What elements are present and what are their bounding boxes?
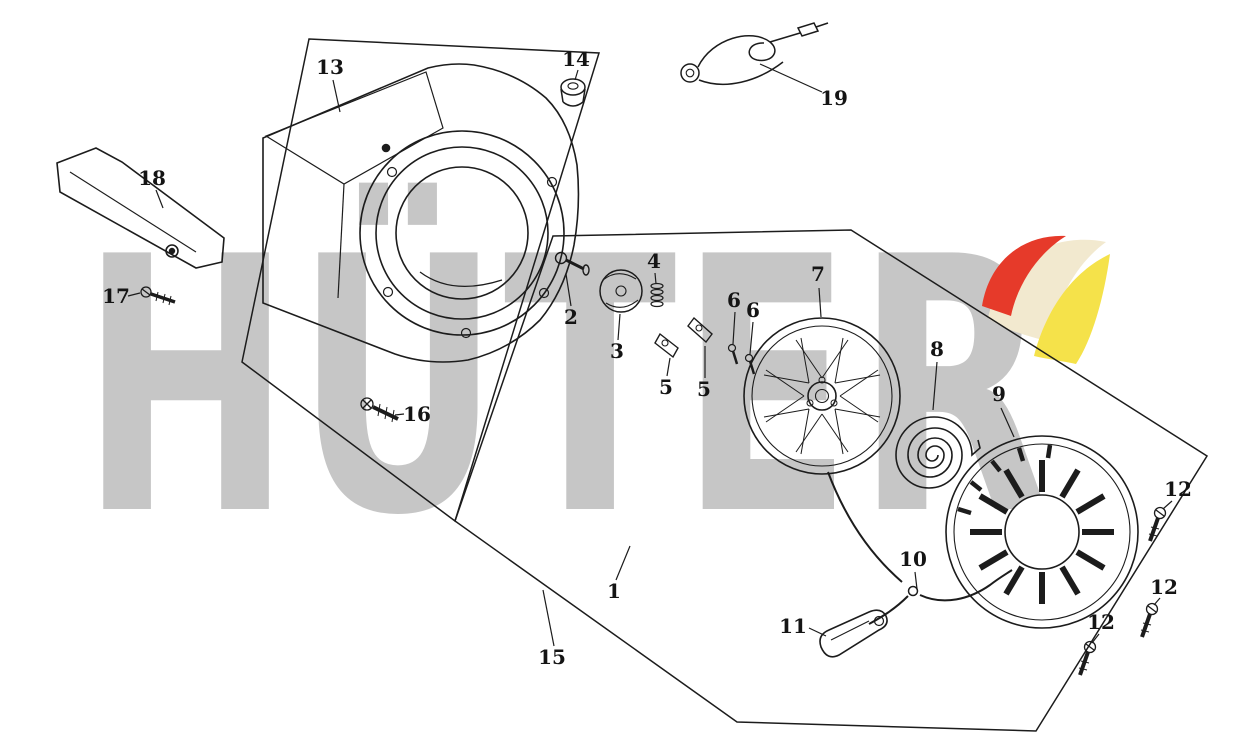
part-label: 16 <box>403 402 431 426</box>
wire-assembly-part <box>680 22 829 86</box>
part-label: 12 <box>1087 610 1115 634</box>
part-label: 15 <box>538 645 566 669</box>
spiral-spring-part <box>895 416 981 489</box>
fan-cover-part <box>262 63 580 363</box>
screw-16-part <box>360 397 399 423</box>
part-label: 13 <box>316 55 344 79</box>
part-label: 5 <box>659 375 673 399</box>
starter-handle-part <box>819 609 888 658</box>
part-label: 4 <box>647 249 661 273</box>
part-label: 9 <box>992 382 1006 406</box>
part-label: 6 <box>746 298 760 322</box>
leader-lines <box>127 63 1173 647</box>
bracket-part <box>56 147 225 269</box>
spring-part <box>650 282 664 308</box>
part-label: 10 <box>899 547 927 571</box>
part-label: 1 <box>607 579 621 603</box>
part-label: 19 <box>820 86 848 110</box>
recoil-housing-part <box>945 435 1139 629</box>
starter-rope-part <box>827 471 1013 625</box>
part-label: 11 <box>779 614 807 638</box>
part-label: 3 <box>610 339 624 363</box>
part-label: 6 <box>727 288 741 312</box>
part-label: 18 <box>138 166 166 190</box>
mounting-screw-parts <box>1078 506 1167 676</box>
watermark-text: HÜTER <box>80 183 1054 593</box>
part-label: 14 <box>562 47 590 71</box>
part-label: 2 <box>564 305 578 329</box>
part-label: 7 <box>811 262 825 286</box>
part-label: 5 <box>697 377 711 401</box>
brand-logo-icon <box>982 235 1110 364</box>
screw-17-part <box>140 286 176 306</box>
part-label: 8 <box>930 337 944 361</box>
pawl-parts <box>654 316 713 359</box>
ratchet-plate-part <box>599 269 643 313</box>
starter-pulley-part <box>743 317 901 475</box>
part-label: 12 <box>1150 575 1178 599</box>
part-label: 12 <box>1164 477 1192 501</box>
starter-panel-outline <box>454 229 1209 732</box>
part-label: 17 <box>102 284 130 308</box>
pivot-bolt-part <box>554 251 590 276</box>
cap-part <box>560 78 586 107</box>
